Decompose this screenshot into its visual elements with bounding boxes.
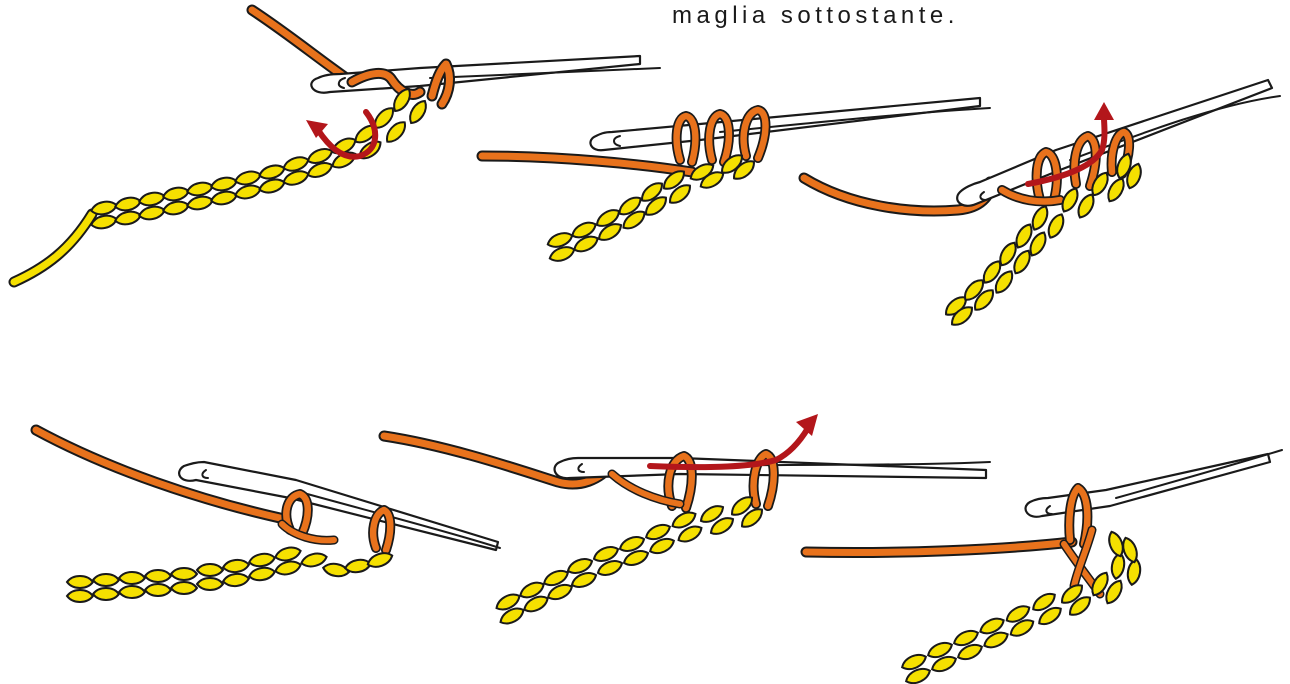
working-yarn <box>252 10 352 82</box>
step-5-illustration <box>384 414 990 627</box>
step-4-illustration <box>36 430 500 602</box>
chain-stitches <box>90 86 430 231</box>
crochet-hook <box>590 98 990 150</box>
chain-stitches <box>494 493 766 627</box>
chain-stitches <box>67 545 394 602</box>
crochet-hook <box>1026 450 1282 517</box>
step-6-illustration <box>806 450 1282 684</box>
step-2-illustration <box>482 98 990 264</box>
